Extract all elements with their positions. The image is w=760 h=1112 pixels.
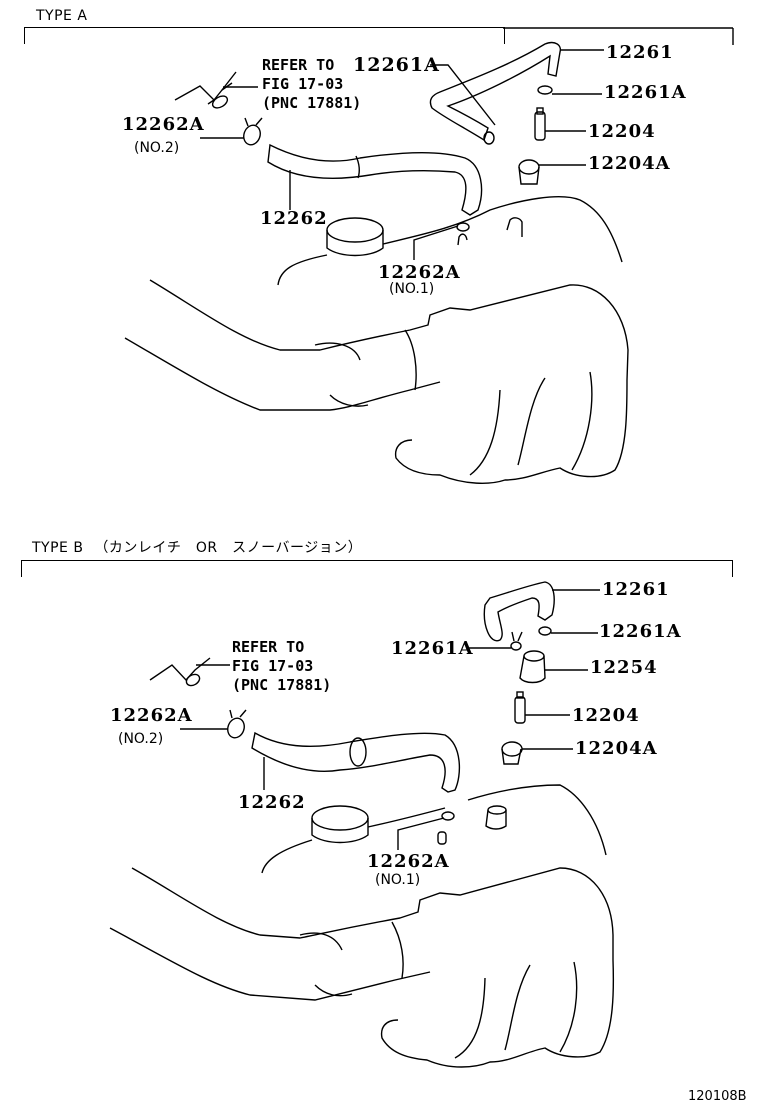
fitting-icon	[506, 217, 523, 237]
hose-12262-icon	[267, 143, 483, 216]
hose-12261-icon	[429, 41, 562, 142]
hose-12262-icon-b	[251, 731, 461, 793]
callout-12204-type-b: 12204	[572, 705, 640, 726]
clamp-12261A-right-icon-b	[538, 626, 552, 636]
callout-12261A-left-type-b: 12261A	[391, 638, 474, 659]
pcv-valve-12204-icon	[534, 111, 546, 141]
callout-12262A-no1-type-a: 12262A	[378, 262, 461, 283]
callout-12261-type-a: 12261	[606, 42, 674, 63]
grommet-12204A-icon	[518, 159, 540, 175]
hose-joint-b	[349, 737, 367, 767]
callout-12262-type-b: 12262	[238, 792, 306, 813]
intake-pipe-outline-b	[109, 927, 431, 1001]
callout-no1-type-a: (NO.1)	[389, 281, 435, 297]
clamp-12262A-no2-icon-b	[227, 717, 245, 739]
section-frame-type-b	[21, 560, 733, 577]
cam-cover-outline-b	[261, 784, 607, 874]
pipe-bellows-b	[299, 932, 353, 997]
section-frame-type-a	[24, 27, 505, 44]
clamp-12262A-no1-icon-b	[441, 811, 455, 821]
callout-no1-type-b: (NO.1)	[375, 872, 421, 888]
callout-12204-type-a: 12204	[588, 121, 656, 142]
clamp-12261A-right-icon	[537, 85, 553, 95]
reference-note-type-b: REFER TO FIG 17-03 (PNC 17881)	[232, 638, 332, 694]
callout-12262-type-a: 12262	[260, 208, 328, 229]
callout-12254-type-b: 12254	[590, 657, 658, 678]
leader-12262A-no1-b	[397, 817, 445, 850]
oil-cap-icon-b	[311, 805, 369, 831]
hose-12261-icon-b	[483, 581, 555, 642]
section-title-type-b-main: TYPE B	[32, 540, 84, 556]
callout-12262A-no2-type-b: 12262A	[110, 705, 193, 726]
clamp-12262A-no2-icon	[243, 124, 261, 146]
callout-12261-type-b: 12261	[602, 579, 670, 600]
callout-12204A-type-a: 12204A	[588, 153, 671, 174]
callout-12261A-right-type-b: 12261A	[599, 621, 682, 642]
section-title-type-b-suffix: （カンレイチ OR スノーバージョン）	[94, 540, 363, 556]
adapter-12254-icon	[523, 650, 545, 662]
engine-block-outline-b	[131, 867, 615, 1068]
type-b-drawing	[109, 581, 615, 1068]
callout-12262A-no1-type-b: 12262A	[367, 851, 450, 872]
pipe-bellows	[314, 342, 369, 407]
reference-note-type-a: REFER TO FIG 17-03 (PNC 17881)	[262, 56, 362, 112]
figure-number: 120108B	[688, 1089, 747, 1104]
leader-12261A-top	[430, 64, 496, 126]
callout-no2-type-a: (NO.2)	[134, 140, 180, 156]
leader-12262A-no1	[413, 225, 459, 260]
callout-12262A-no2-type-a: 12262A	[122, 114, 205, 135]
engine-ribs-b	[454, 961, 578, 1059]
oil-cap-icon	[326, 217, 384, 243]
section-title-type-b: TYPE B （カンレイチ OR スノーバージョン）	[32, 537, 362, 557]
engine-ribs	[469, 371, 593, 476]
type-a-drawing	[124, 41, 629, 484]
fitting-icon-b	[485, 809, 507, 830]
callout-12261A-top-type-a: 12261A	[353, 54, 440, 76]
intake-pipe-outline	[124, 337, 441, 411]
callout-12261A-right-type-a: 12261A	[604, 82, 687, 103]
callout-12204A-type-b: 12204A	[575, 738, 658, 759]
clamp-12262A-no1-icon	[456, 222, 470, 232]
section-title-type-a: TYPE A	[36, 8, 88, 24]
engine-block-outline	[149, 279, 629, 484]
cam-cover-outline	[277, 196, 623, 286]
grommet-12204A-icon-b	[501, 741, 523, 757]
callout-no2-type-b: (NO.2)	[118, 731, 164, 747]
pcv-valve-12204-icon-b	[514, 696, 526, 724]
clamp-12261A-left-icon-b	[510, 641, 522, 651]
clamp-12261A-top-icon	[483, 131, 495, 145]
ref-hose-icon-b	[149, 657, 211, 682]
